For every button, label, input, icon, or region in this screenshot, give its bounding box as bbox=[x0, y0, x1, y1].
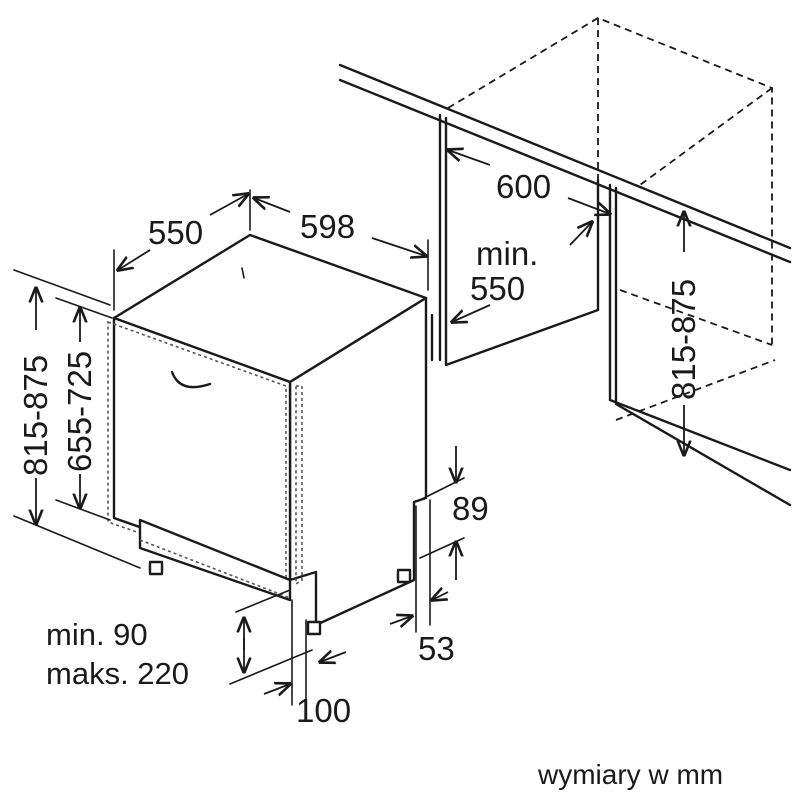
foot-offset-dimension: 100 bbox=[263, 599, 351, 729]
depth-arrow-left bbox=[118, 249, 151, 270]
height-left-ext-bottom bbox=[13, 515, 141, 569]
adjust-ext-top bbox=[235, 589, 291, 613]
foot-offset-label: 100 bbox=[296, 692, 351, 729]
plinth-dotted-line bbox=[139, 539, 291, 599]
height-left-ext-top bbox=[13, 269, 111, 306]
adjust-dimension: min. 90 maks. 220 bbox=[46, 589, 313, 691]
foot-back-right bbox=[396, 568, 412, 584]
niche-width-label: 600 bbox=[496, 168, 551, 205]
adjust-ext-bottom bbox=[229, 649, 313, 685]
adjust-label-1: min. 90 bbox=[46, 617, 148, 652]
plinth-dimensions: 89 53 bbox=[389, 446, 489, 667]
units-caption: wymiary w mm bbox=[537, 759, 723, 790]
height-left-dimension: 815-875 bbox=[13, 269, 141, 569]
niche-height-label: 815-875 bbox=[665, 279, 702, 400]
height-panel-label: 655-725 bbox=[61, 351, 98, 472]
worktop-edge-upper bbox=[338, 63, 792, 250]
door-edge-outline bbox=[295, 385, 303, 586]
niche-depth-arrow-bottom bbox=[452, 304, 491, 322]
door-handle bbox=[170, 370, 212, 389]
niche-width-arrow-right bbox=[567, 197, 610, 214]
left-cabinet-side bbox=[444, 116, 600, 367]
niche-floor-dashed bbox=[619, 289, 773, 346]
top-mark bbox=[241, 267, 245, 279]
width-label: 598 bbox=[300, 208, 355, 245]
adjust-label-2: maks. 220 bbox=[46, 656, 189, 691]
worktop-edge-lower bbox=[338, 78, 792, 264]
depth-label: 550 bbox=[148, 214, 203, 251]
dishwasher bbox=[107, 233, 428, 636]
width-arrow-left bbox=[254, 198, 291, 213]
niche-depth-arrow-top bbox=[569, 222, 592, 246]
right-cabinet-floor bbox=[614, 402, 792, 507]
depth-arrow-right bbox=[209, 194, 248, 216]
height-panel-ext-top bbox=[55, 297, 113, 319]
door-panel-outline bbox=[107, 320, 287, 586]
niche-width-arrow-left bbox=[448, 150, 491, 166]
niche-bottom-dashed bbox=[615, 359, 776, 421]
plinth-front bbox=[138, 518, 292, 602]
niche-cabinet bbox=[338, 16, 792, 507]
width-dimension: 598 bbox=[254, 198, 428, 291]
plinth-top-label: 89 bbox=[452, 490, 489, 527]
niche-diag-dashed bbox=[639, 87, 773, 186]
niche-top-dashed bbox=[447, 16, 773, 345]
foot-offset-arrow-right bbox=[320, 652, 347, 662]
foot-front-right bbox=[306, 620, 322, 636]
dishwasher-side-face bbox=[288, 296, 428, 627]
height-panel-dimension: 655-725 bbox=[55, 297, 113, 521]
plinth-arrow-low bbox=[432, 592, 449, 600]
height-left-label: 815-875 bbox=[17, 355, 54, 476]
niche-width-dimension: 600 bbox=[448, 150, 610, 214]
right-cabinet-side bbox=[608, 183, 792, 472]
foot-offset-arrow-left bbox=[263, 684, 290, 694]
plinth-arrow-left bbox=[389, 616, 412, 624]
niche-height-dimension: 815-875 bbox=[665, 212, 702, 455]
niche-depth-label-1: min. bbox=[476, 235, 538, 272]
foot-front-left bbox=[148, 560, 164, 576]
plinth-bottom-label: 53 bbox=[418, 630, 455, 667]
niche-depth-label-2: 550 bbox=[470, 270, 525, 307]
width-arrow-right bbox=[371, 237, 426, 256]
plinth-ext-mid bbox=[419, 537, 465, 559]
niche-depth-dimension: min. 550 bbox=[452, 222, 592, 322]
height-panel-ext-bottom bbox=[55, 499, 111, 521]
